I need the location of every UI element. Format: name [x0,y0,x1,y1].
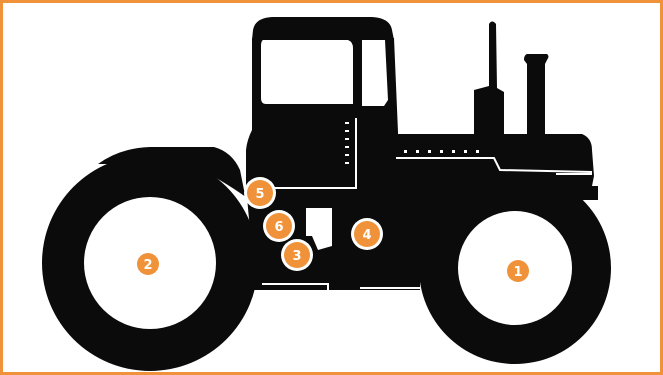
cab-window-left [261,40,353,104]
marker-number: 4 [362,228,371,243]
marker-number: 1 [513,265,522,280]
marker-cab-lower-step: 3 [281,239,313,271]
marker-number: 3 [292,249,301,264]
marker-rear-fender-front: 5 [244,177,276,209]
marker-front-wheel: 1 [504,257,532,285]
marker-number: 6 [274,220,283,235]
cab-roof [252,17,394,40]
air-intake [524,54,549,136]
marker-cab-step: 6 [263,210,295,242]
marker-rear-wheel: 2 [134,250,162,278]
marker-number: 2 [143,258,152,273]
cab-window-right [362,40,388,106]
marker-number: 5 [255,187,264,202]
marker-chassis-side-panel: 4 [351,218,383,250]
exhaust-stack [474,22,504,137]
